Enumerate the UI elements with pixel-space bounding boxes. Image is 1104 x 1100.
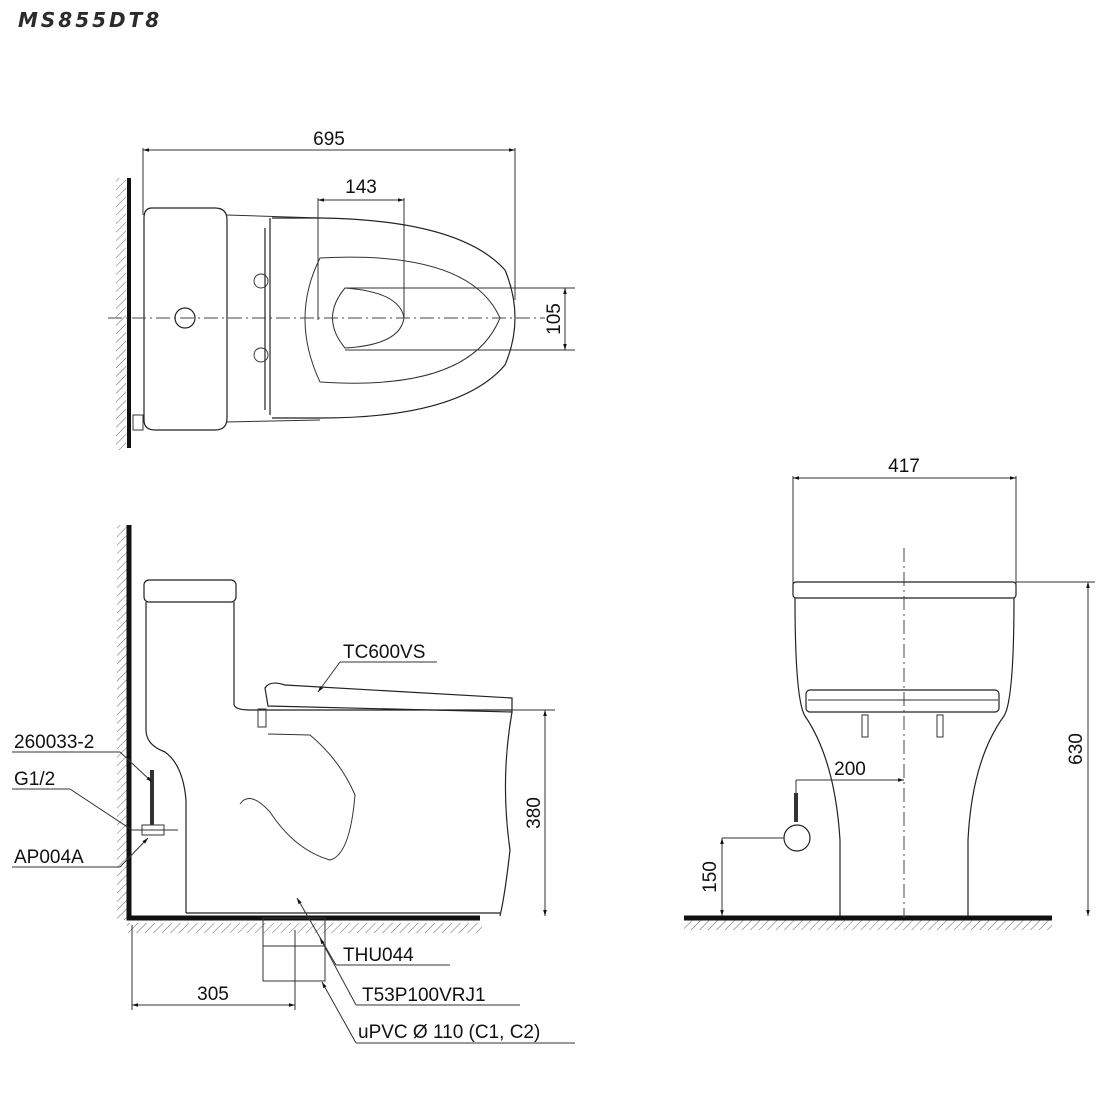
callout-upvc: uPVC Ø 110 (C1, C2) <box>358 1022 540 1043</box>
model-title: MS855DT8 <box>18 8 163 32</box>
dim-150: 150 <box>700 861 721 893</box>
callout-ap004a: AP004A <box>14 847 84 868</box>
dim-417: 417 <box>888 456 920 477</box>
callout-thu044: THU044 <box>343 945 414 966</box>
top-view: 695 143 105 <box>108 129 575 450</box>
dim-105: 105 <box>544 303 565 335</box>
dim-143: 143 <box>345 177 377 198</box>
dim-380: 380 <box>524 797 545 829</box>
side-view: 380 305 TC600VS 260033-2 G1/2 AP004A THU… <box>12 525 575 1044</box>
dim-695: 695 <box>313 129 345 150</box>
callout-t53p100vrj1: T53P100VRJ1 <box>362 985 486 1006</box>
front-view: 417 630 200 150 <box>684 456 1095 930</box>
callout-tc600vs: TC600VS <box>343 642 425 663</box>
callout-260033-2: 260033-2 <box>14 732 94 753</box>
dim-630: 630 <box>1066 733 1087 765</box>
dim-200: 200 <box>834 759 866 780</box>
callout-g1-2: G1/2 <box>14 769 55 790</box>
dim-305: 305 <box>197 984 229 1005</box>
